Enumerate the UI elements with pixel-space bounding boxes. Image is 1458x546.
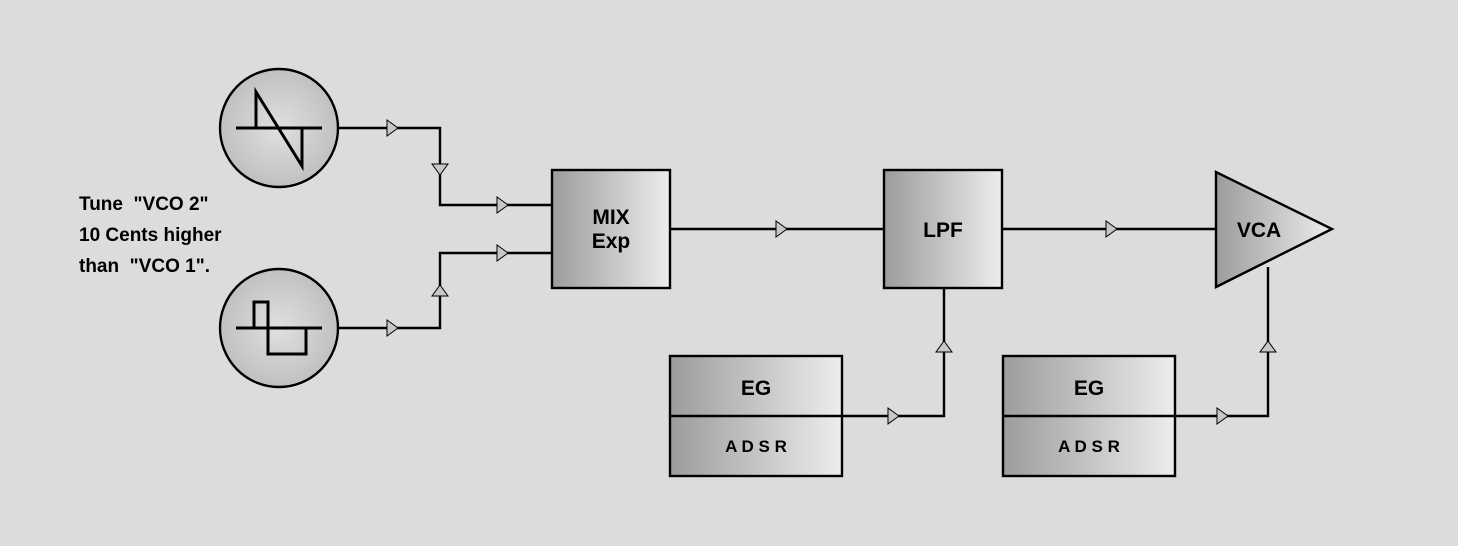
oscillator-vco-1 <box>218 67 340 189</box>
tuning-note-line-1: Tune "VCO 2" <box>79 194 209 215</box>
envelope-generator-2: EG A D S R <box>1001 354 1177 478</box>
arrow-down-icon <box>431 163 449 176</box>
envelope-label: EG <box>1074 377 1104 400</box>
amplifier-block: VCA <box>1214 170 1335 289</box>
arrow-right-icon <box>496 244 509 262</box>
arrow-right-icon <box>775 220 788 238</box>
arrow-right-icon <box>496 196 509 214</box>
tuning-note: Tune "VCO 2" 10 Cents higher than "VCO 1… <box>79 194 222 277</box>
envelope-label: EG <box>741 377 771 400</box>
filter-block: LPF <box>882 168 1004 290</box>
mixer-label: MIX <box>592 206 629 229</box>
arrow-right-icon <box>1105 220 1118 238</box>
arrow-right-icon <box>1216 407 1229 425</box>
square-wave-icon <box>236 300 322 356</box>
filter-body <box>882 168 1004 290</box>
wire-eg1-to-lpf <box>842 288 946 418</box>
arrow-up-icon <box>431 284 449 297</box>
envelope-stages: A D S R <box>725 437 787 456</box>
wire-vco2-to-mix <box>339 251 552 330</box>
filter-label: LPF <box>923 219 963 242</box>
amplifier-body <box>1214 170 1335 289</box>
arrow-right-icon <box>887 407 900 425</box>
mixer-block: MIX Exp <box>550 168 672 290</box>
amplifier-label: VCA <box>1237 219 1281 242</box>
envelope-stages: A D S R <box>1058 437 1120 456</box>
signal-arrows <box>386 119 1277 425</box>
tuning-note-line-2: 10 Cents higher <box>79 225 222 246</box>
arrow-up-icon <box>935 340 953 353</box>
arrow-right-icon <box>386 319 399 337</box>
arrow-up-icon <box>1259 340 1277 353</box>
wire-eg2-to-vca <box>1175 267 1270 418</box>
mixer-sublabel: Exp <box>592 230 631 253</box>
oscillator-vco-2 <box>218 267 340 389</box>
mixer-body <box>550 168 672 290</box>
sawtooth-icon <box>236 86 322 172</box>
arrow-right-icon <box>386 119 399 137</box>
tuning-note-line-3: than "VCO 1". <box>79 256 210 277</box>
envelope-generator-1: EG A D S R <box>668 354 844 478</box>
